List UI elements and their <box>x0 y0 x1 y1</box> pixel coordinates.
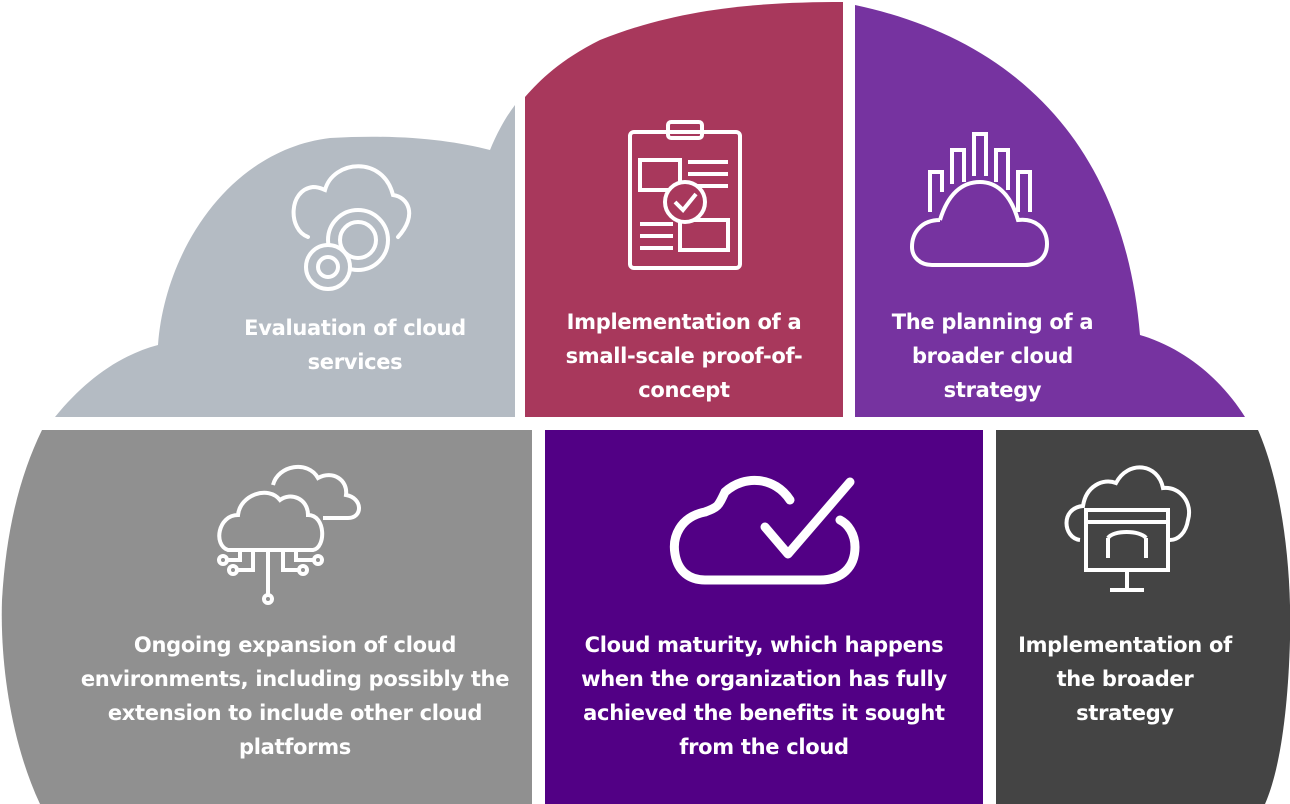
segment-maturity <box>545 430 983 804</box>
segment-maturity-label: Cloud maturity, which happens when the o… <box>581 633 947 759</box>
segment-expansion-label: Ongoing expansion of cloud environments,… <box>80 633 510 759</box>
cloud-bars-icon <box>909 132 1050 271</box>
segment-planning <box>855 5 1245 417</box>
segment-planning-label: The planning of a broader cloud strategy <box>891 310 1094 402</box>
cloud-network-icon <box>217 460 368 609</box>
clipboard-check-icon <box>628 120 743 276</box>
cloud-monitor-icon <box>1058 458 1198 602</box>
segment-implementation <box>996 430 1290 804</box>
segment-proof-of-concept-label: Implementation of a small-scale proof-of… <box>565 310 803 402</box>
segment-evaluation <box>55 105 515 417</box>
segment-evaluation-label: Evaluation of cloud services <box>244 316 466 374</box>
cloud-check-icon <box>669 472 860 591</box>
segment-expansion <box>1 430 532 804</box>
segment-implementation-label: Implementation of the broader strategy <box>1018 633 1232 725</box>
cloud-gears-icon <box>288 155 433 299</box>
